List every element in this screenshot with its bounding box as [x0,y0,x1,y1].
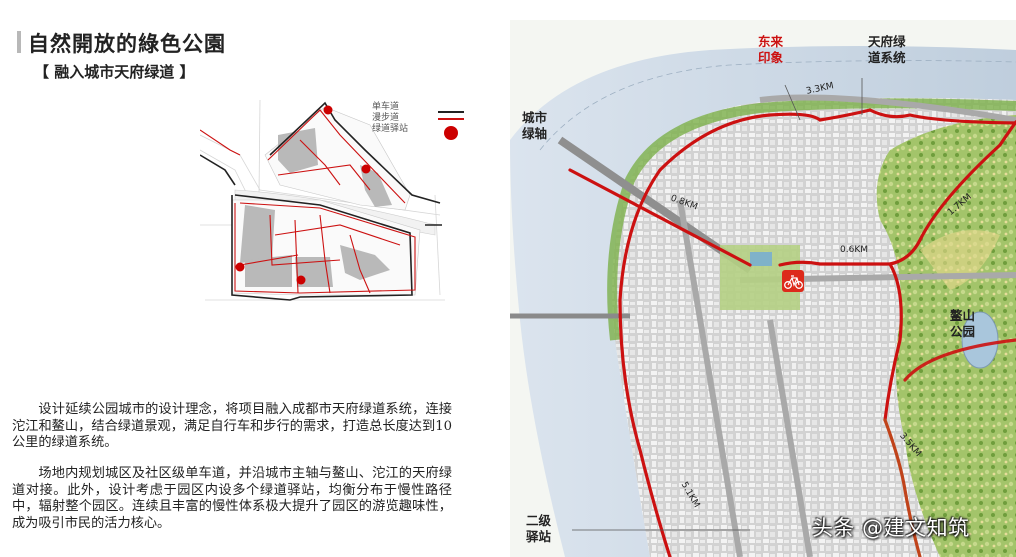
label-donglai-line1: 东来 [758,34,784,49]
label-tianfu-line1: 天府绿 [868,34,906,49]
label-secondary-station: 二级 驿站 [526,513,551,545]
label-city-axis-line2: 绿轴 [522,126,548,141]
label-aoshan-line1: 鳌山 [950,308,976,323]
station-dot-icon [444,126,458,140]
distance-0-6km: 0.6KM [840,245,868,255]
label-tianfu-greenway: 天府绿 道系统 [868,34,906,66]
title-accent-bar [17,31,21,53]
description-paragraph-2: 场地内规划城区及社区级单车道，并沿城市主轴与鳌山、沱江的天府绿道对接。此外，设计… [12,466,452,532]
legend-label-bike-lane: 单车道 [372,102,400,112]
label-aoshan-park: 鳌山 公园 [950,308,975,340]
label-city-green-axis: 城市 绿轴 [522,110,547,142]
legend-symbols [438,111,464,140]
paragraph-1-text: 设计延续公园城市的设计理念，将项目融入成都市天府绿道系统，连接沱江和鳌山，结合绿… [12,402,452,450]
legend-label-station: 绿道驿站 [372,124,409,134]
label-station-line2: 驿站 [526,529,552,544]
bicycle-icon [782,270,804,292]
label-station-line1: 二级 [526,513,552,528]
label-aoshan-line2: 公园 [950,324,976,339]
site-plan-legend: 单车道 漫步道 绿道驿站 [372,102,408,135]
label-donglai-line2: 印象 [758,50,784,65]
page-subtitle: 【 融入城市天府绿道 】 [34,63,195,81]
site-plan-diagram [200,99,445,301]
greenway-map [510,20,1016,557]
legend-label-walkway: 漫步道 [372,113,400,123]
label-tianfu-line2: 道系统 [868,50,906,65]
label-donglai-impression: 东来 印象 [758,34,783,66]
watermark: 头条 @建文知筑 [812,516,970,540]
label-city-axis-line1: 城市 [522,110,548,125]
paragraph-2-text: 场地内规划城区及社区级单车道，并沿城市主轴与鳌山、沱江的天府绿道对接。此外，设计… [12,466,452,531]
page-title: 自然開放的綠色公園 [28,31,226,56]
description-paragraph-1: 设计延续公园城市的设计理念，将项目融入成都市天府绿道系统，连接沱江和鳌山，结合绿… [12,402,452,452]
